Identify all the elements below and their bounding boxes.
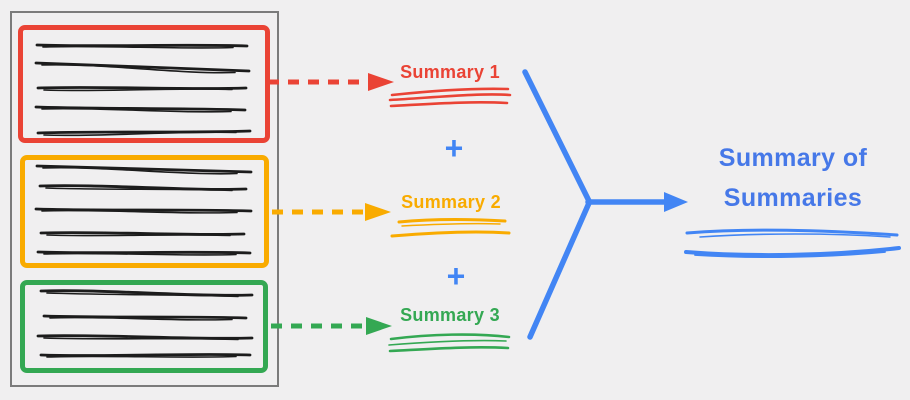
summary-1-label: Summary 1 (400, 62, 500, 82)
summary-2-label: Summary 2 (401, 192, 501, 212)
result-label-line1: Summary of (718, 144, 868, 172)
result-scribble (684, 228, 901, 259)
result-label: Summary of Summaries (678, 138, 908, 218)
plus-sign-1: + (444, 130, 464, 166)
summary-2-arrow (272, 203, 391, 221)
merge-bracket (522, 69, 688, 340)
source-document-frame (10, 11, 279, 387)
document-section-3-box (20, 280, 268, 373)
summary-2-scribble (390, 218, 511, 238)
plus-sign-2: + (446, 258, 466, 294)
result-label-line2: Summaries (723, 184, 863, 212)
summary-3-label: Summary 3 (400, 305, 500, 325)
summary-1-scribble (388, 87, 512, 108)
document-section-2-box (20, 155, 269, 268)
summary-3-arrow (271, 317, 392, 335)
summary-3-scribble (388, 333, 511, 353)
summary-1-arrow (268, 73, 394, 91)
document-section-1-box (18, 25, 270, 143)
